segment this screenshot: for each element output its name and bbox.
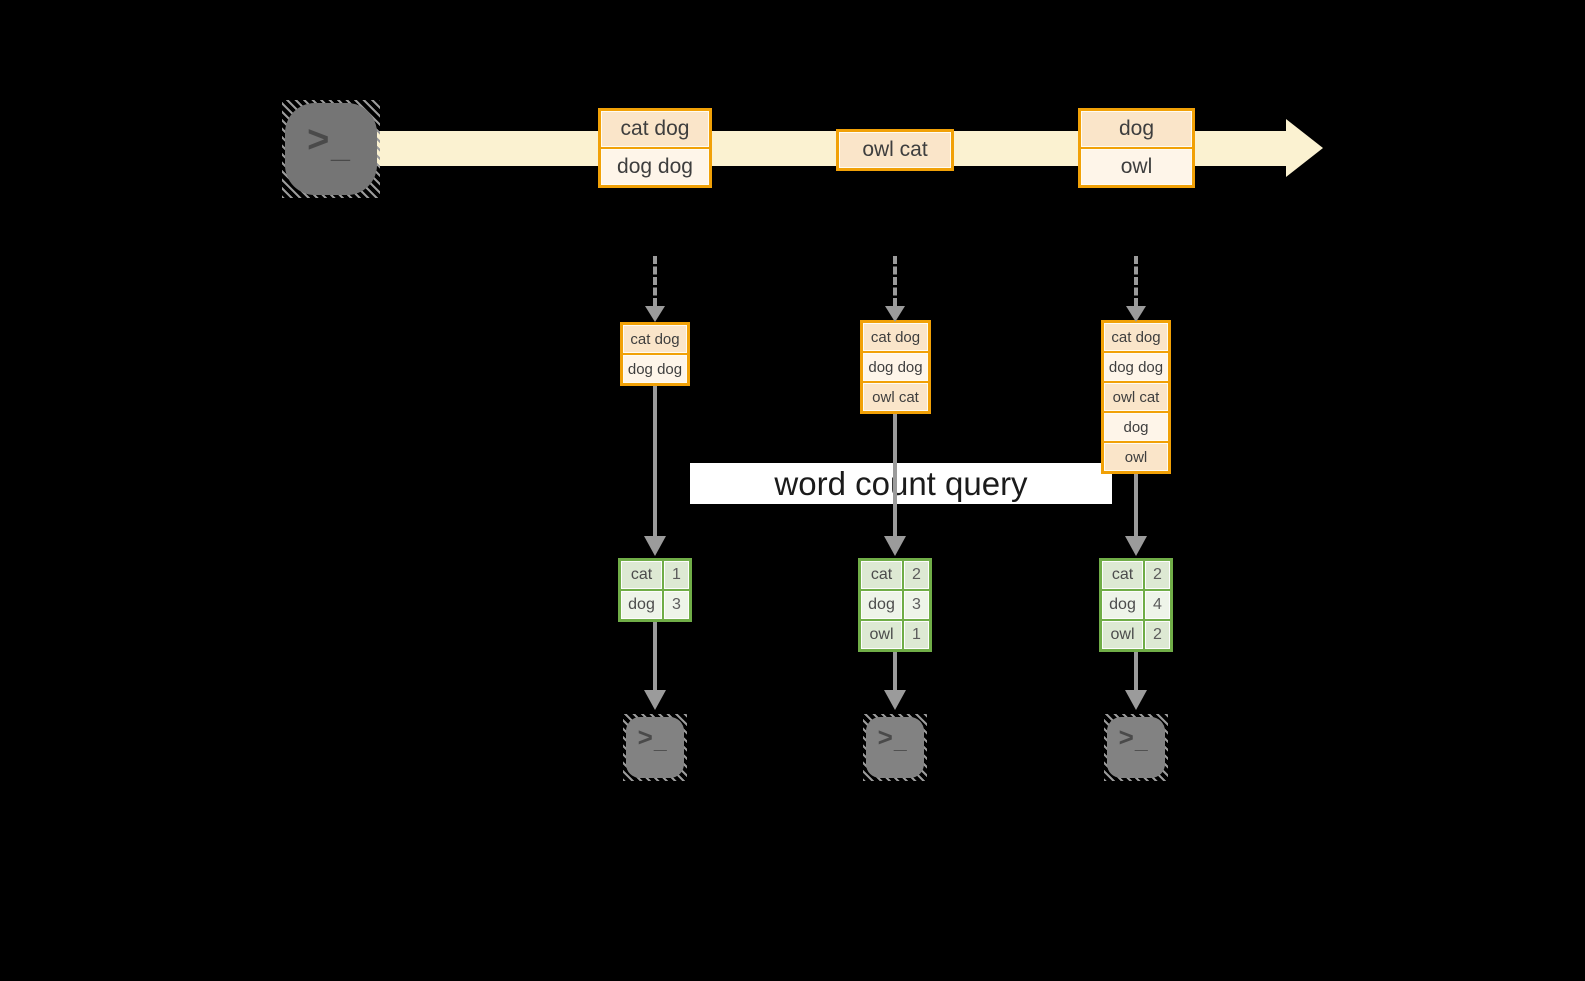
flow-arrowhead-icon [1125, 690, 1147, 710]
sink-terminal-icon: > _ [1104, 714, 1168, 781]
count-cell: 3 [664, 591, 689, 619]
flow-arrow-line [1134, 474, 1138, 536]
dashed-arrowhead-icon [645, 306, 665, 322]
batch-row: dog dog [601, 149, 709, 185]
prompt-chevron-glyph: > [637, 721, 653, 752]
batch-row: owl cat [839, 132, 951, 168]
dashed-arrowhead-icon [1126, 306, 1146, 322]
input-table-2: cat dog dog dog owl cat [860, 320, 931, 414]
dashed-arrow-line [893, 256, 897, 306]
prompt-chevron-glyph: > [877, 721, 893, 752]
query-label: word count query [774, 464, 1028, 502]
input-row: cat dog [863, 323, 928, 351]
input-row: owl cat [863, 383, 928, 411]
dashed-arrow-line [1134, 256, 1138, 306]
input-row: cat dog [1104, 323, 1168, 351]
prompt-underscore-glyph: _ [653, 726, 667, 753]
input-table-1: cat dog dog dog [620, 322, 690, 386]
word-cell: dog [861, 591, 902, 619]
terminal-screen: > _ [1107, 717, 1165, 778]
input-row: dog dog [623, 355, 687, 383]
sink-terminal-icon: > _ [863, 714, 927, 781]
dashed-arrow-line [653, 256, 657, 306]
flow-arrowhead-icon [1125, 536, 1147, 556]
word-cell: cat [1102, 561, 1143, 589]
flow-arrow-line [893, 652, 897, 690]
input-table-3: cat dog dog dog owl cat dog owl [1101, 320, 1171, 474]
result-table-2: cat 2 dog 3 owl 1 [858, 558, 932, 652]
stream-batch-box-2: owl cat [836, 129, 954, 171]
count-cell: 1 [904, 621, 929, 649]
dashed-arrowhead-icon [885, 306, 905, 322]
prompt-underscore-glyph: _ [1134, 726, 1148, 753]
word-cell: cat [861, 561, 902, 589]
prompt-underscore-glyph: _ [331, 126, 350, 165]
flow-arrowhead-icon [644, 536, 666, 556]
count-cell: 2 [904, 561, 929, 589]
count-cell: 4 [1145, 591, 1170, 619]
batch-row: owl [1081, 149, 1192, 185]
terminal-screen: > _ [626, 717, 684, 778]
input-row: dog dog [1104, 353, 1168, 381]
flow-arrow-line [653, 386, 657, 536]
stream-batch-box-1: cat dog dog dog [598, 108, 712, 188]
prompt-chevron-glyph: > [1118, 721, 1134, 752]
prompt-chevron-glyph: > [307, 118, 330, 161]
prompt-underscore-glyph: _ [893, 726, 907, 753]
terminal-screen: > _ [866, 717, 924, 778]
input-row: dog [1104, 413, 1168, 441]
flow-arrow-line [653, 622, 657, 690]
terminal-screen: > _ [285, 103, 377, 195]
query-label-banner: word count query [690, 463, 1112, 504]
word-cell: owl [861, 621, 902, 649]
count-cell: 2 [1145, 621, 1170, 649]
word-cell: owl [1102, 621, 1143, 649]
flow-arrow-line [893, 414, 897, 536]
count-cell: 1 [664, 561, 689, 589]
input-row: owl cat [1104, 383, 1168, 411]
count-cell: 2 [1145, 561, 1170, 589]
flow-arrowhead-icon [884, 536, 906, 556]
stream-batch-box-3: dog owl [1078, 108, 1195, 188]
flow-arrow-line [1134, 652, 1138, 690]
sink-terminal-icon: > _ [623, 714, 687, 781]
word-cell: dog [1102, 591, 1143, 619]
batch-row: cat dog [601, 111, 709, 147]
word-cell: dog [621, 591, 662, 619]
input-row: dog dog [863, 353, 928, 381]
batch-row: dog [1081, 111, 1192, 147]
input-row: cat dog [623, 325, 687, 353]
flow-arrowhead-icon [884, 690, 906, 710]
word-cell: cat [621, 561, 662, 589]
source-terminal-icon: > _ [282, 100, 380, 198]
count-cell: 3 [904, 591, 929, 619]
result-table-1: cat 1 dog 3 [618, 558, 692, 622]
input-row: owl [1104, 443, 1168, 471]
flow-arrowhead-icon [644, 690, 666, 710]
stream-arrowhead-icon [1286, 119, 1323, 177]
result-table-3: cat 2 dog 4 owl 2 [1099, 558, 1173, 652]
